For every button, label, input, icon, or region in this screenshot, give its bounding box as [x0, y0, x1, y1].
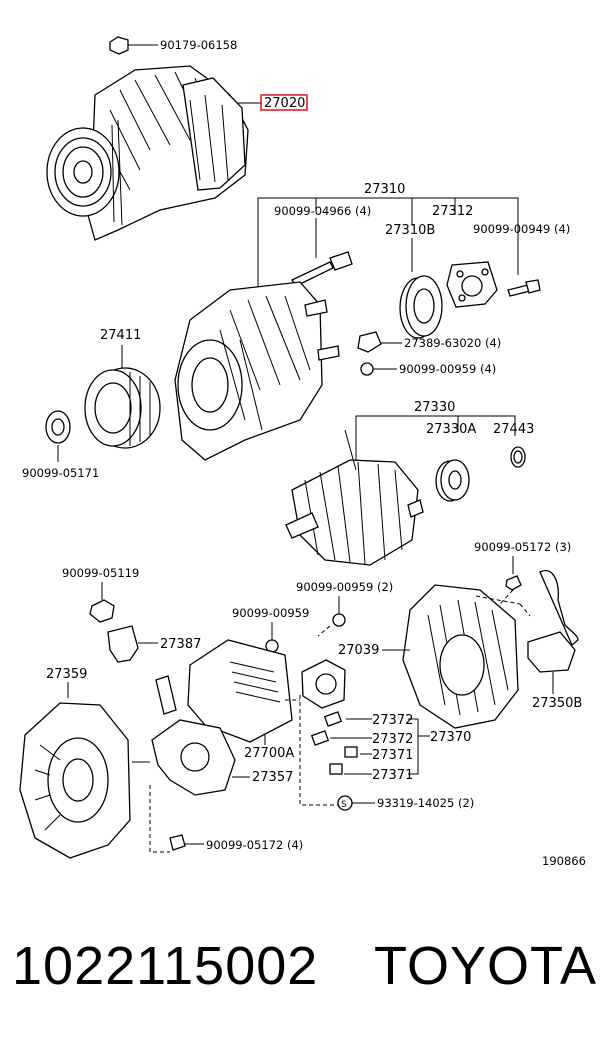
label-90099-00959-c: 90099-00959: [232, 606, 309, 620]
nut-90099-05172-b: [169, 834, 204, 851]
nut-90099-05172-a: [499, 556, 522, 605]
label-27700A: 27700A: [244, 746, 294, 761]
label-93319-14025: 93319-14025 (2): [377, 796, 474, 810]
label-27312: 27312: [432, 204, 473, 219]
nut-90099-05171: [45, 410, 71, 462]
rear-end-cover-27039: [382, 584, 519, 729]
insulator-27387: [107, 625, 158, 663]
label-27372-b: 27372: [372, 732, 413, 747]
nut-90179-06158: [109, 36, 158, 55]
label-90099-00949: 90099-00949 (4): [473, 222, 570, 236]
pulley-27411: [84, 345, 161, 449]
label-90179-06158: 90179-06158: [160, 38, 237, 52]
label-27371-a: 27371: [372, 748, 413, 763]
label-27350B: 27350B: [532, 696, 582, 711]
label-27372-a: 27372: [372, 713, 413, 728]
leader-27330: [344, 429, 357, 471]
bearing-27330A: [435, 459, 470, 502]
label-27389-63020: 27389-63020 (4): [404, 336, 501, 350]
label-90099-00959-a: 90099-00959 (4): [399, 362, 496, 376]
label-27039: 27039: [338, 643, 379, 658]
rectifier-27700A: [187, 639, 300, 745]
rear-frame-27359: [19, 682, 170, 859]
label-90099-04966: 90099-04966 (4): [274, 204, 371, 218]
group-27330-bracket: [355, 415, 516, 470]
label-90099-05171: 90099-05171: [22, 466, 99, 480]
label-27020[interactable]: 27020: [264, 96, 305, 111]
alternator-exploded-diagram: 90179-06158 27020 27310 90099-04966 (4) …: [19, 36, 586, 868]
label-90099-05172-a: 90099-05172 (3): [474, 540, 571, 554]
label-27371-b: 27371: [372, 768, 413, 783]
regulator-27357: [151, 675, 250, 796]
label-27357: 27357: [252, 770, 293, 785]
label-27443: 27443: [493, 422, 534, 437]
brush-holder: [301, 659, 346, 709]
label-90099-05119: 90099-05119: [62, 566, 139, 580]
nut-90099-00959-b: [317, 596, 346, 637]
label-27370: 27370: [430, 730, 471, 745]
screw-90099-00949: [507, 279, 541, 297]
alternator-assembly-27020: [46, 65, 262, 241]
label-27387: 27387: [160, 637, 201, 652]
ring-27443: [510, 446, 526, 468]
label-90099-05172-b: 90099-05172 (4): [206, 838, 303, 852]
bearing-27310B: [399, 238, 443, 339]
label-27310B: 27310B: [385, 223, 435, 238]
label-27330A: 27330A: [426, 422, 476, 437]
label-27310: 27310: [364, 182, 405, 197]
highlight-box-27020: [260, 94, 308, 111]
label-27359: 27359: [46, 667, 87, 682]
insulator-27389: [357, 331, 402, 353]
nut-90099-00959-c: [265, 622, 279, 653]
group-27310-bracket: [257, 197, 519, 290]
part-number: 1022115002: [12, 936, 319, 996]
label-27330: 27330: [414, 400, 455, 415]
screw-93319-14025: [299, 695, 375, 811]
brand-name: TOYOTA: [374, 936, 598, 996]
label-27411: 27411: [100, 328, 141, 343]
bolt-90099-04966: [291, 218, 353, 287]
nut-90099-05119: [89, 582, 115, 623]
terminal-27350B: [527, 570, 579, 694]
rotor: [285, 459, 424, 566]
drive-end-frame: [174, 281, 340, 461]
springs-and-brushes: [310, 711, 430, 775]
s-symbol: S: [341, 800, 347, 810]
retainer-plate-27312: [446, 261, 498, 308]
label-90099-00959-b: 90099-00959 (2): [296, 580, 393, 594]
nut-90099-00959-a: [360, 362, 397, 376]
diagram-code: 190866: [542, 854, 586, 868]
